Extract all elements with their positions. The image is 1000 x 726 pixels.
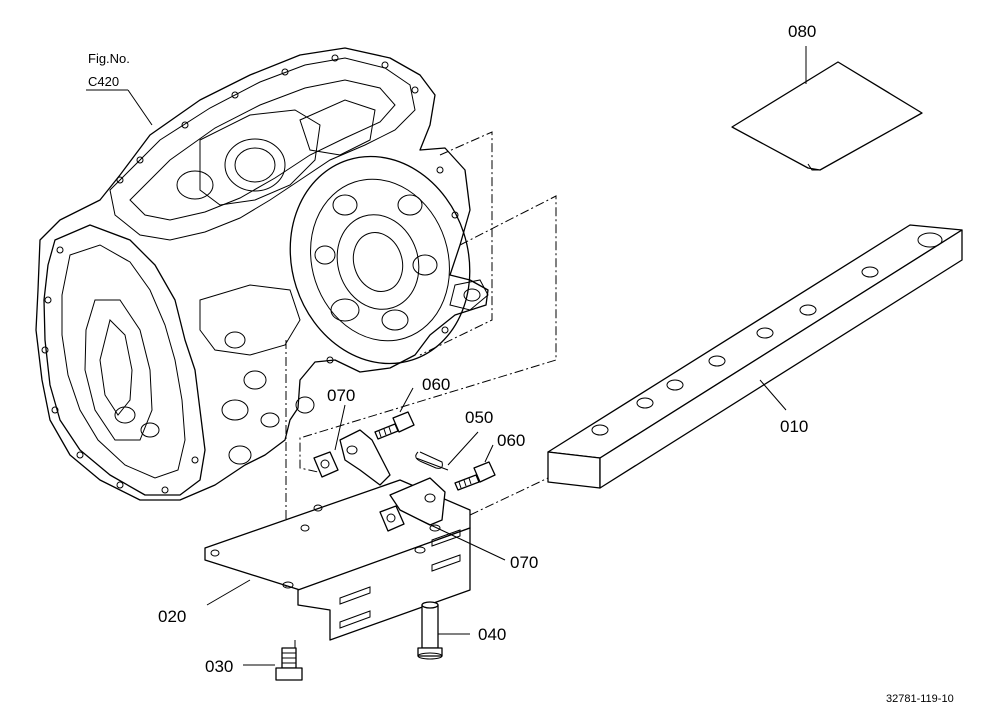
drawing-code: 32781-119-10 [886,693,954,705]
callout-070-lower: 070 [510,553,538,572]
part-020-bracket [204,429,471,641]
figure-ref-line2: C420 [88,74,119,89]
figure-ref-leader [127,89,153,126]
figure-ref-line1: Fig.No. [88,51,130,66]
part-080-sheet [731,61,923,171]
callout-080: 080 [788,22,816,41]
transmission-case [35,47,489,501]
figure-reference: Fig.No. C420 [86,51,153,126]
callout-060-lower: 060 [497,431,525,450]
part-050-r-pin [415,451,449,471]
part-070-spacer-b [379,505,405,532]
callout-020: 020 [158,607,186,626]
callout-labels: 080 010 060 050 060 070 070 020 030 040 [158,22,816,676]
part-060-bolt-a [374,411,415,440]
callout-060-upper: 060 [422,375,450,394]
callout-040: 040 [478,625,506,644]
part-030-bolt [275,647,303,681]
part-060-bolt-b [454,461,496,491]
callout-050: 050 [465,408,493,427]
leader-lines [206,46,807,666]
flange-bolt-holes [41,54,459,494]
callout-010: 010 [780,417,808,436]
callout-030: 030 [205,657,233,676]
part-040-pin [417,601,443,660]
callout-070-upper: 070 [327,386,355,405]
part-010-drawbar [547,224,963,489]
part-070-spacer-a [313,451,339,478]
